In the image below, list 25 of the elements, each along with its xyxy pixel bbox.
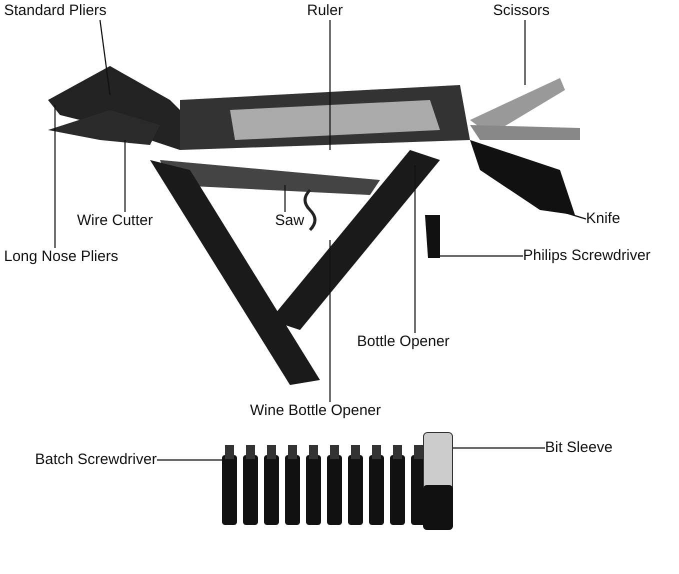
callout-label: Wire Cutter xyxy=(77,212,153,230)
leader-line xyxy=(440,255,523,257)
leader-line xyxy=(54,105,56,248)
callout-label: Saw xyxy=(275,212,304,230)
callout-label: Scissors xyxy=(493,2,550,20)
leader-line xyxy=(124,140,126,212)
callout-label: Bit Sleeve xyxy=(545,439,613,457)
callout-label: Standard Pliers xyxy=(4,2,107,20)
leader-line xyxy=(329,20,331,150)
leader-line xyxy=(284,185,286,212)
callout-label: Long Nose Pliers xyxy=(4,248,118,266)
leader-line xyxy=(157,459,222,461)
leader-line xyxy=(329,240,331,402)
leader-line xyxy=(524,20,526,85)
bit-sleeve-drawing xyxy=(423,432,453,530)
callout-label: Knife xyxy=(586,210,620,228)
callout-label: Philips Screwdriver xyxy=(523,247,651,265)
callout-label: Wine Bottle Opener xyxy=(250,402,381,420)
leader-line xyxy=(99,20,111,96)
callout-label: Batch Screwdriver xyxy=(35,451,157,469)
screwdriver-bit-set-drawing xyxy=(222,445,426,525)
leader-line xyxy=(414,165,416,333)
leader-line xyxy=(453,447,545,449)
callout-label: Ruler xyxy=(307,2,343,20)
callout-label: Bottle Opener xyxy=(357,333,450,351)
